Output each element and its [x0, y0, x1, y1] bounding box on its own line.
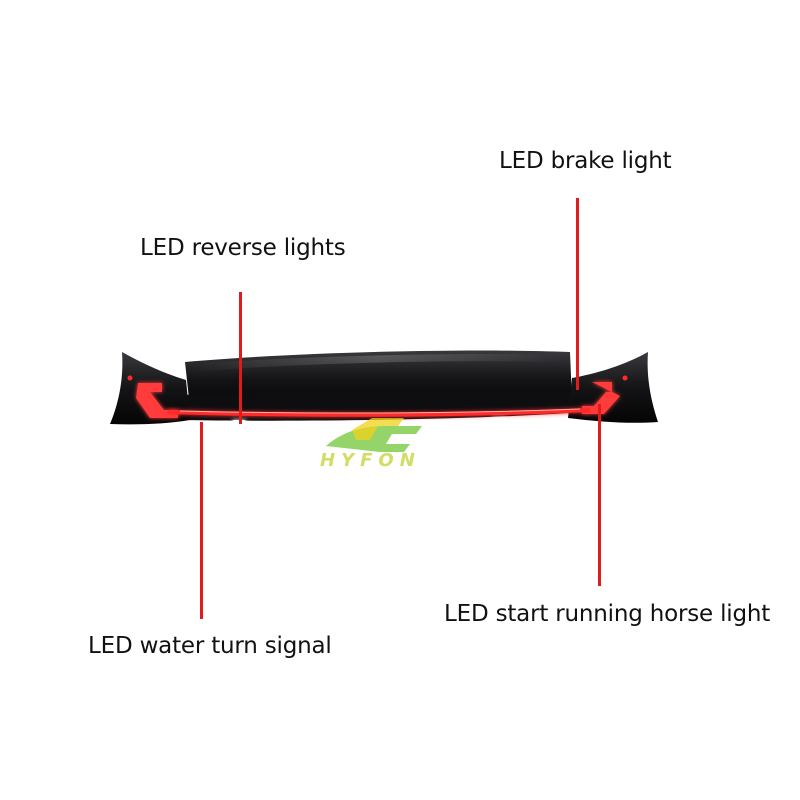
water-turn-signal-label: LED water turn signal [88, 633, 332, 659]
spoiler-top-sheen [192, 354, 565, 372]
brake-callout-line [576, 198, 579, 390]
running-horse-light-label: LED start running horse light [444, 601, 771, 627]
hyfon-watermark: HYFON [312, 410, 442, 474]
reverse-callout-line [239, 292, 242, 424]
water-turn-callout-line [200, 422, 203, 619]
hyfon-logo-icon [326, 418, 422, 452]
right-marker-dot [622, 375, 628, 381]
center-light-bar [168, 408, 590, 417]
right-reverse-light [492, 418, 506, 423]
right-end-cap [568, 352, 658, 423]
watermark-text: HYFON [320, 450, 421, 471]
running-horse-callout-line [598, 404, 601, 586]
reverse-lights-label: LED reverse lights [140, 235, 346, 261]
left-marker-dot [127, 375, 133, 381]
brake-light-label: LED brake light [499, 148, 672, 174]
center-light-bar-core [179, 408, 581, 414]
left-l-lamp [136, 383, 178, 418]
right-l-lamp [582, 382, 620, 414]
